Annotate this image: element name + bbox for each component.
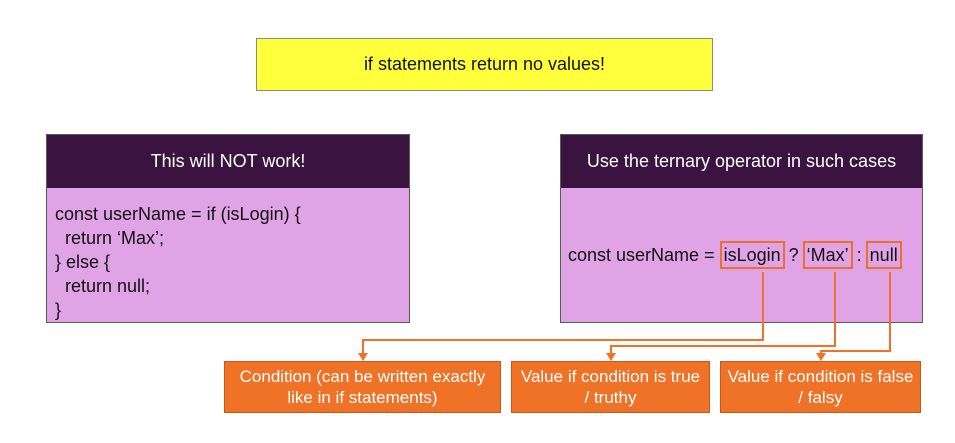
question-mark: ? bbox=[788, 244, 799, 265]
code-line: return ‘Max’; bbox=[55, 228, 165, 248]
bad-example-title: This will NOT work! bbox=[150, 151, 306, 171]
ternary-example-header: Use the ternary operator in such cases bbox=[561, 135, 922, 188]
code-line: const userName = if (isLogin) { bbox=[55, 204, 301, 224]
bad-example-panel: This will NOT work! const userName = if … bbox=[46, 134, 410, 323]
bad-example-header: This will NOT work! bbox=[47, 135, 409, 188]
truthy-value-highlight: ‘Max’ bbox=[802, 241, 853, 269]
falsy-arrowhead-icon bbox=[816, 353, 826, 361]
condition-arrowhead-icon bbox=[358, 353, 368, 361]
truthy-label-text: Value if condition is true / truthy bbox=[520, 367, 701, 407]
falsy-label-box: Value if condition is false / falsy bbox=[720, 361, 921, 413]
truthy-connector-line bbox=[610, 272, 836, 354]
truthy-arrowhead-icon bbox=[606, 353, 616, 361]
headline-banner: if statements return no values! bbox=[256, 38, 713, 91]
bad-example-code: const userName = if (isLogin) { return ‘… bbox=[55, 202, 301, 322]
condition-label-text: Condition (can be written exactly like i… bbox=[239, 367, 486, 407]
falsy-value-highlight: null bbox=[865, 241, 902, 269]
colon: : bbox=[856, 244, 862, 265]
condition-label-box: Condition (can be written exactly like i… bbox=[224, 361, 501, 413]
ternary-example-title: Use the ternary operator in such cases bbox=[586, 151, 897, 171]
condition-connector-line bbox=[362, 272, 764, 354]
code-line: } else { bbox=[55, 252, 111, 272]
headline-text: if statements return no values! bbox=[363, 54, 606, 74]
falsy-connector-line bbox=[820, 272, 891, 354]
code-line: return null; bbox=[55, 276, 151, 296]
ternary-example-panel: Use the ternary operator in such cases c… bbox=[560, 134, 923, 323]
condition-highlight: isLogin bbox=[719, 241, 785, 269]
truthy-label-box: Value if condition is true / truthy bbox=[511, 361, 710, 413]
ternary-expression: const userName = isLogin ? ‘Max’ : null bbox=[568, 241, 902, 269]
ternary-prefix: const userName = bbox=[568, 244, 720, 265]
code-line: } bbox=[55, 300, 62, 320]
falsy-label-text: Value if condition is false / falsy bbox=[727, 367, 914, 407]
